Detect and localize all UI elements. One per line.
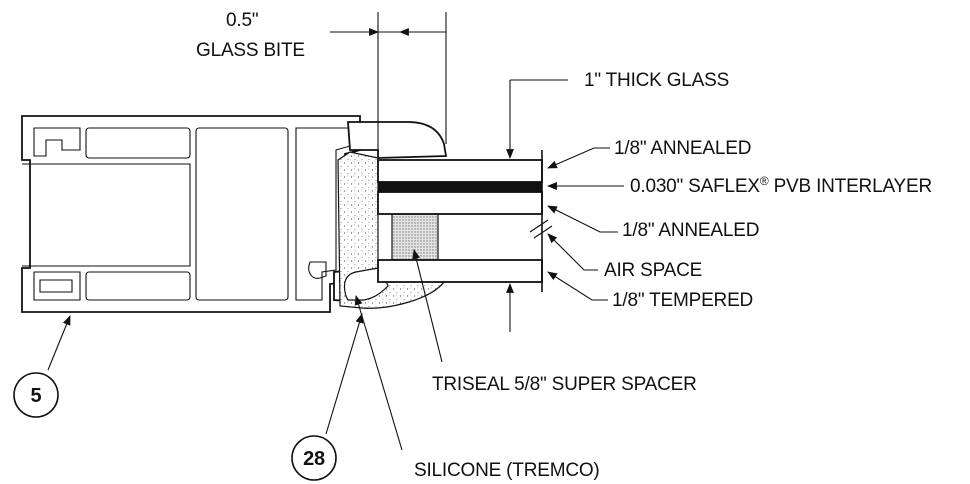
interlayer-suffix: PVB INTERLAYER xyxy=(769,176,932,197)
air-space-label: AIR SPACE xyxy=(604,260,702,281)
part-5-number: 5 xyxy=(31,385,42,407)
part-28-number: 28 xyxy=(303,448,325,470)
thick-glass-label: 1" THICK GLASS xyxy=(584,70,729,91)
bottom-callouts: TRISEAL 5/8" SUPER SPACER SILICONE (TREM… xyxy=(13,249,697,481)
part-28-bubble xyxy=(291,435,337,481)
tempered-label: 1/8" TEMPERED xyxy=(612,290,753,311)
glass-bite-dim-label: 0.5" xyxy=(226,10,258,31)
silicone-label: SILICONE (TREMCO) xyxy=(414,460,600,481)
glass-annealed-top xyxy=(377,159,543,183)
interlayer-label: 0.030" SAFLEX® PVB INTERLAYER xyxy=(630,174,932,197)
aluminum-frame xyxy=(21,115,361,313)
pvb-interlayer xyxy=(377,181,543,193)
interlayer-reg: ® xyxy=(760,174,769,188)
thick-glass-dimension: 1" THICK GLASS xyxy=(506,70,729,332)
interlayer-prefix: 0.030" SAFLEX xyxy=(630,176,760,197)
annealed-bottom-label: 1/8" ANNEALED xyxy=(622,220,759,241)
annealed-top-label: 1/8" ANNEALED xyxy=(614,138,751,159)
part-5-bubble xyxy=(13,372,59,418)
glass-bite-label: GLASS BITE xyxy=(196,40,305,61)
glass-annealed-bottom xyxy=(377,191,543,215)
layer-callouts: 1/8" ANNEALED 0.030" SAFLEX® PVB INTERLA… xyxy=(529,138,932,311)
insulated-glass-unit xyxy=(377,150,543,292)
spacer-label: TRISEAL 5/8" SUPER SPACER xyxy=(432,374,697,395)
glass-bite-dimension: 0.5" GLASS BITE xyxy=(196,10,447,156)
glass-tempered xyxy=(377,259,543,283)
silicone-bead xyxy=(337,151,445,309)
